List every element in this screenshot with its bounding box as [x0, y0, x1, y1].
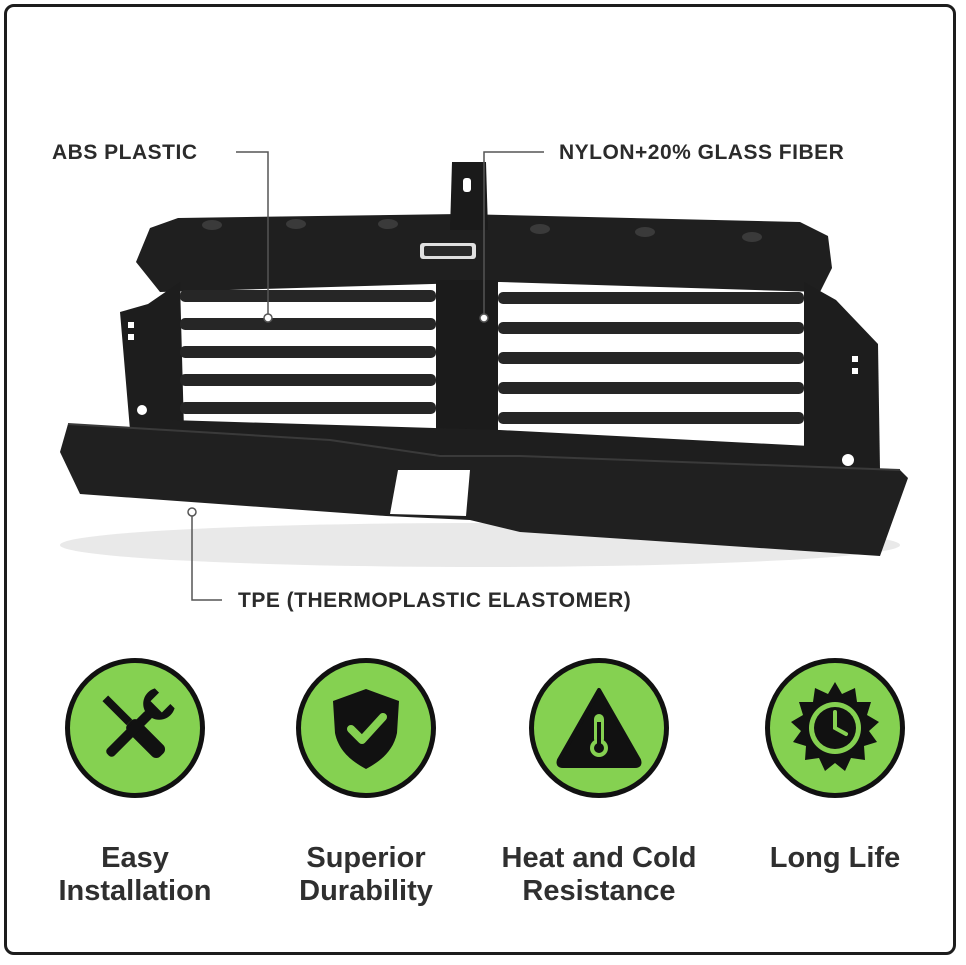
feature-row: Easy Installation Superior Durability: [0, 650, 966, 950]
feature-line1: Heat and Cold: [501, 842, 697, 874]
tools-icon: [65, 658, 205, 798]
feature-heat-cold-resistance: Heat and Cold Resistance: [484, 650, 714, 908]
thermometer-warning-icon: [529, 658, 669, 798]
nylon-glass-fiber-label: NYLON+20% GLASS FIBER: [559, 141, 845, 164]
feature-line2: Resistance: [522, 875, 676, 907]
shield-check-icon: [296, 658, 436, 798]
feature-long-life: Long Life: [720, 650, 950, 875]
grille-shutter-image: [60, 151, 908, 601]
feature-line1: Superior: [306, 842, 426, 874]
feature-superior-durability: Superior Durability: [251, 650, 481, 908]
abs-plastic-label: ABS PLASTIC: [52, 141, 198, 164]
feature-line2: Installation: [58, 875, 212, 907]
tpe-label: TPE (THERMOPLASTIC ELASTOMER): [238, 589, 632, 612]
feature-easy-installation: Easy Installation: [20, 650, 250, 908]
feature-line1: Easy: [101, 842, 169, 874]
feature-line1: Long Life: [769, 842, 901, 874]
feature-line2: Durability: [299, 875, 433, 907]
clock-gear-icon: [765, 658, 905, 798]
